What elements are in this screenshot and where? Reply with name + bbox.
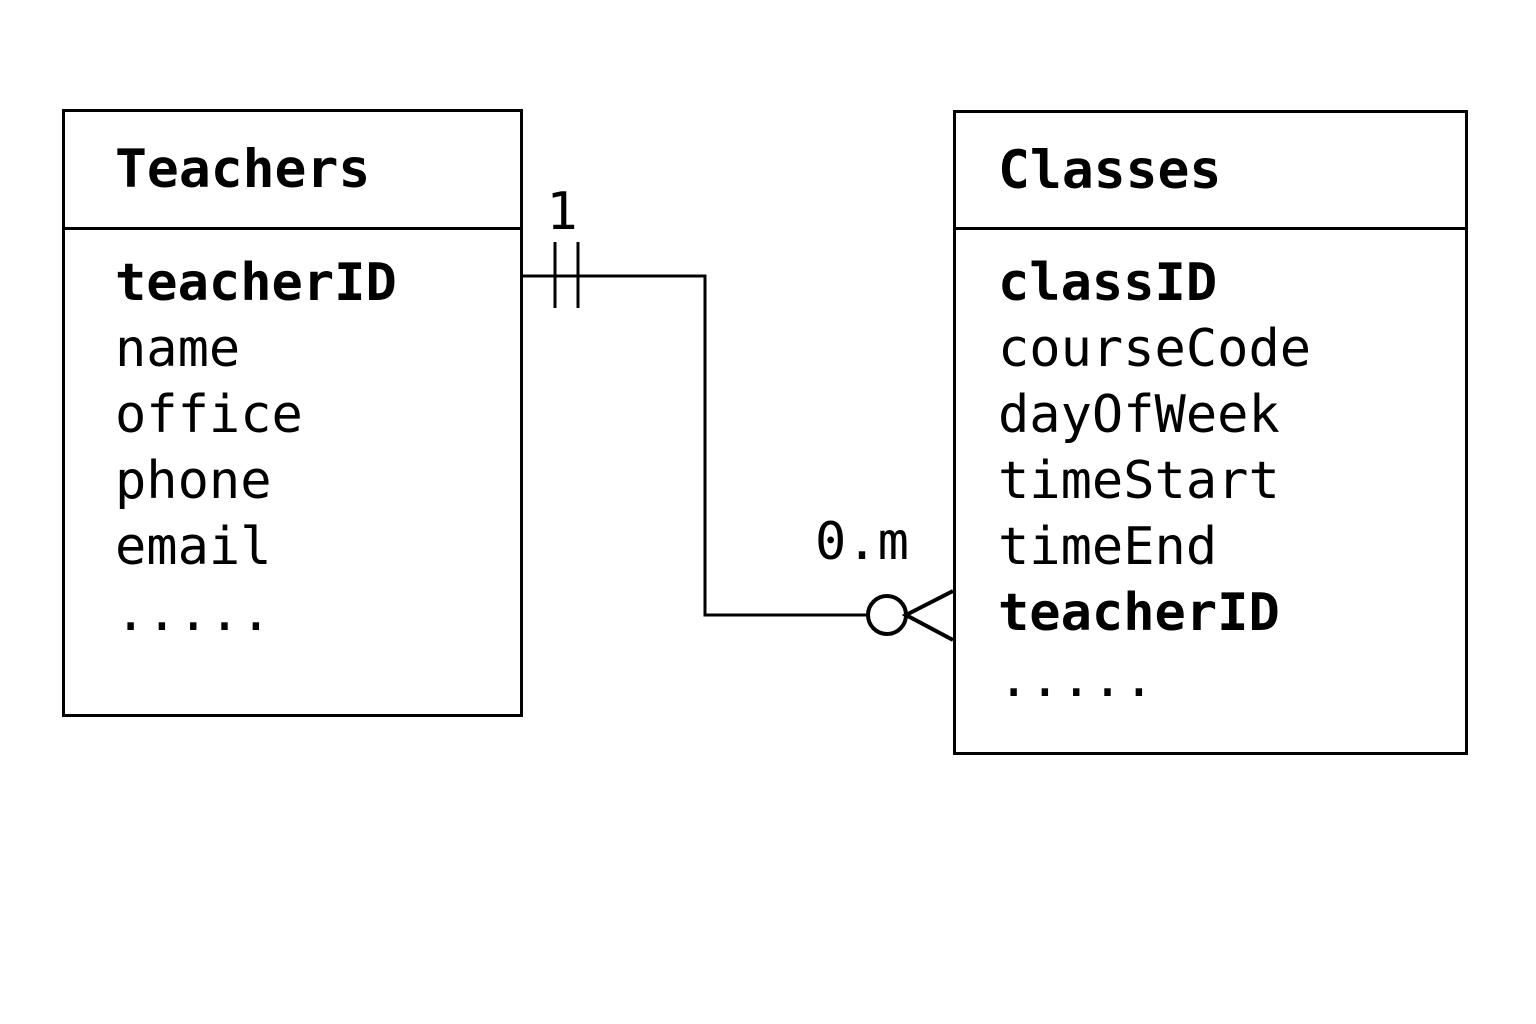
entity-classes-fields: classID courseCode dayOfWeek timeStart t… xyxy=(956,230,1465,712)
field-classes-timeend: timeEnd xyxy=(998,517,1218,577)
entity-classes: Classes classID courseCode dayOfWeek tim… xyxy=(953,110,1468,755)
field-teachers-email: email xyxy=(115,517,272,577)
entity-teachers-fields: teacherID name office phone email ..... xyxy=(65,230,520,646)
entity-classes-title: Classes xyxy=(956,113,1465,230)
field-teachers-ellipsis: ..... xyxy=(115,583,272,643)
cardinality-label-zero-many: 0.m xyxy=(815,512,909,572)
cardinality-label-one: 1 xyxy=(546,182,578,242)
crow-foot-icon xyxy=(901,589,954,642)
zero-circle-icon xyxy=(866,594,908,636)
field-classes-ellipsis: ..... xyxy=(998,649,1155,709)
field-classes-teacherid: teacherID xyxy=(998,583,1280,643)
field-classes-dayofweek: dayOfWeek xyxy=(998,385,1280,445)
field-teachers-name: name xyxy=(115,319,241,379)
field-teachers-office: office xyxy=(115,385,303,445)
field-classes-classid: classID xyxy=(998,253,1218,313)
field-teachers-teacherid: teacherID xyxy=(115,253,397,313)
entity-teachers: Teachers teacherID name office phone ema… xyxy=(62,109,523,717)
field-teachers-phone: phone xyxy=(115,451,272,511)
field-classes-timestart: timeStart xyxy=(998,451,1280,511)
entity-teachers-title: Teachers xyxy=(65,112,520,230)
field-classes-coursecode: courseCode xyxy=(998,319,1312,379)
